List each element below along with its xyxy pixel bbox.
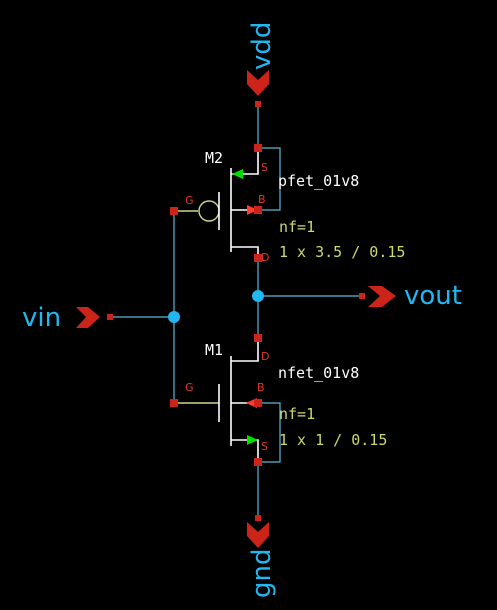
m2-gate-letter: G xyxy=(185,194,194,207)
m1-drain-letter: D xyxy=(261,350,269,363)
m1-drain-pin[interactable] xyxy=(254,334,262,342)
wires xyxy=(110,104,364,520)
m2-drain-letter: D xyxy=(261,251,269,264)
m1-size-param: 1 x 1 / 0.15 xyxy=(279,431,387,449)
m1-gate-letter: G xyxy=(185,381,194,394)
vin-wire-end xyxy=(107,314,113,320)
m1-instance-name: M1 xyxy=(205,341,223,359)
vout-pin-arrow-icon[interactable] xyxy=(368,286,396,307)
m2-drain-pin[interactable] xyxy=(254,254,262,262)
m1-bulk-pin[interactable] xyxy=(254,399,262,407)
m1-source-arrow-icon xyxy=(247,435,258,445)
pin-squares xyxy=(107,101,365,521)
m1-source-pin[interactable] xyxy=(254,458,262,466)
m1-source-lead xyxy=(231,439,259,462)
m1-source-letter: S xyxy=(261,440,268,453)
m2-source-arrow-icon xyxy=(232,169,243,179)
wire-m1-bulk-tie[interactable] xyxy=(258,402,281,463)
m2-source-letter: S xyxy=(261,161,268,174)
vout-wire-end xyxy=(359,293,365,299)
vin-pin-label: vin xyxy=(22,303,61,333)
m2-size-param: 1 x 3.5 / 0.15 xyxy=(279,243,405,261)
m1-bulk-letter: B xyxy=(257,381,265,394)
m2-bulk-letter: B xyxy=(258,193,266,206)
m2-nf-param: nf=1 xyxy=(279,218,315,236)
junction-dot-icon xyxy=(252,290,264,302)
m1-nf-param: nf=1 xyxy=(279,405,315,423)
vdd-pin-label: vdd xyxy=(247,22,277,70)
vin-pin-arrow-icon[interactable] xyxy=(76,307,100,328)
junction-dot-icon xyxy=(168,311,180,323)
vdd-pin-arrow-icon[interactable] xyxy=(247,70,269,96)
vout-pin-label: vout xyxy=(404,281,462,311)
m2-bulk-arrow-icon xyxy=(247,205,258,215)
pmos-m2[interactable] xyxy=(174,150,259,258)
m2-bulk-pin[interactable] xyxy=(254,206,262,214)
m2-model-name: pfet_01v8 xyxy=(278,172,359,190)
m2-instance-name: M2 xyxy=(205,149,223,167)
m2-source-pin[interactable] xyxy=(254,144,262,152)
vdd-wire-end xyxy=(255,101,261,107)
m1-model-name: nfet_01v8 xyxy=(278,364,359,382)
m1-drain-lead xyxy=(231,338,259,362)
gnd-pin-arrow-icon[interactable] xyxy=(247,522,269,548)
m2-gate-pin[interactable] xyxy=(170,207,178,215)
gnd-wire-end xyxy=(255,515,261,521)
m2-source-lead xyxy=(231,150,259,175)
wire-m2-bulk-tie[interactable] xyxy=(258,147,281,211)
m1-gate-pin[interactable] xyxy=(170,399,178,407)
bubble-icon xyxy=(198,200,220,222)
m2-drain-lead xyxy=(231,246,259,258)
gnd-pin-label: gnd xyxy=(247,549,277,599)
